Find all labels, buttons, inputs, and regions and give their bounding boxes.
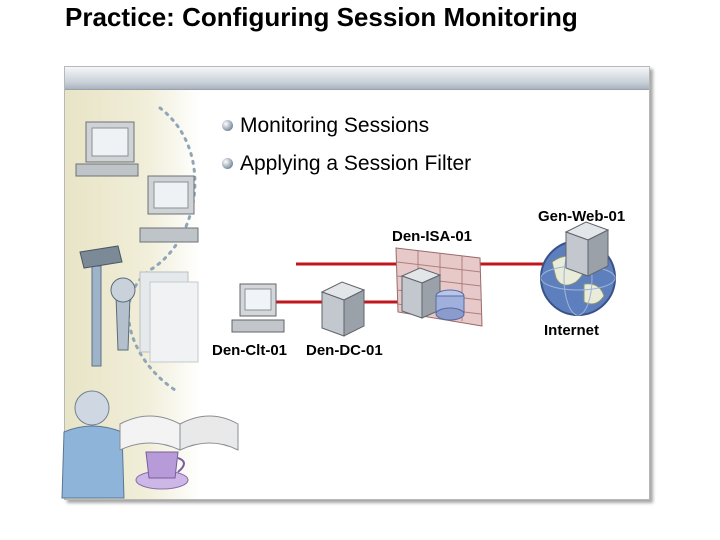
firewall-server-icon [400,267,465,321]
server-icon [320,281,366,337]
wrench-icon [110,277,136,351]
workstation-icon [231,283,285,333]
slide-title: Practice: Configuring Session Monitoring [65,2,578,32]
label-den-clt-01: Den-Clt-01 [212,342,288,359]
coffee-cup-icon [135,451,189,490]
person-icon [61,390,125,499]
bullet-text: Monitoring Sessions [240,114,430,137]
bullet-icon [222,120,233,131]
hammer-icon [79,245,123,367]
workstation-icon [139,175,199,243]
label-den-dc-01: Den-DC-01 [306,342,383,359]
bullet-icon [222,158,233,169]
book-icon [119,415,239,451]
bullet-text: Applying a Session Filter [240,152,472,175]
server-icon [564,221,610,277]
label-internet: Internet [544,322,600,339]
bullet-item: Applying a Session Filter [222,150,471,188]
label-den-isa-01: Den-ISA-01 [392,228,473,245]
label-gen-web-01: Gen-Web-01 [538,208,626,225]
bullet-list: Monitoring Sessions Applying a Session F… [222,112,471,188]
panel-header-bar [65,67,649,90]
bullet-item: Monitoring Sessions [222,112,471,150]
workstation-icon [75,121,139,177]
